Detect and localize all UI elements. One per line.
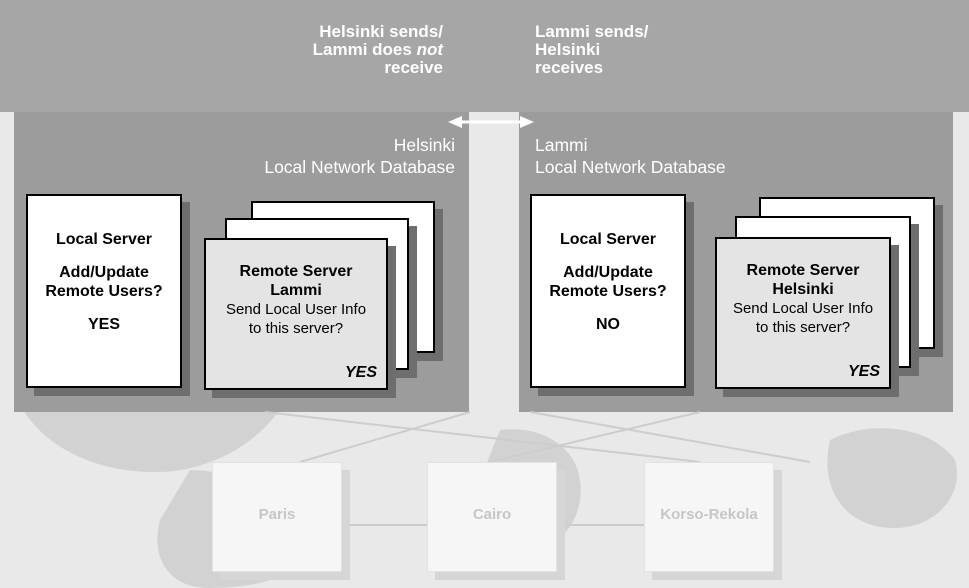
remote-server-prompt-line1: Send Local User Info <box>225 301 367 318</box>
local-server-heading: Local Server <box>55 231 153 248</box>
lammi-title-line1: Lammi <box>535 135 588 155</box>
lammi-title: Lammi Local Network Database <box>535 134 726 178</box>
local-server-question-line2: Remote Users? <box>549 283 667 300</box>
local-server-answer: NO <box>596 316 620 333</box>
caption-helsinki-sends-line2: Lammi does not <box>313 41 443 59</box>
caption-helsinki-sends-line3: receive <box>384 58 443 77</box>
lammi-panel: Lammi Local Network Database Local Serve… <box>519 112 953 412</box>
link-line <box>264 411 701 463</box>
remote-server-answer: YES <box>344 364 377 381</box>
helsinki-title-line2: Local Network Database <box>264 157 455 177</box>
local-server-question-line1: Add/Update <box>59 264 149 281</box>
remote-server-heading-line2: Lammi <box>270 282 322 299</box>
caption-helsinki-sends: Helsinki sends/ Lammi does not receive <box>313 23 443 77</box>
top-band <box>0 0 969 112</box>
remote-server-answer: YES <box>847 363 880 380</box>
lammi-local-server-card: Local Server Add/Update Remote Users? NO <box>530 194 686 388</box>
remote-server-heading-line1: Remote Server <box>746 262 860 279</box>
caption-lammi-sends-line2: Helsinki <box>535 40 601 59</box>
remote-server-prompt-line1: Send Local User Info <box>732 300 874 317</box>
link-line <box>299 411 471 463</box>
double-arrow-icon <box>448 116 534 128</box>
remote-server-prompt-line2: to this server? <box>755 319 851 336</box>
location-box-cairo: Cairo <box>427 462 557 572</box>
link-line <box>489 411 701 463</box>
helsinki-remote-server-card: Remote Server Lammi Send Local User Info… <box>204 238 388 390</box>
remote-server-prompt-line2: to this server? <box>248 320 344 337</box>
local-server-heading: Local Server <box>559 231 657 248</box>
helsinki-title: Helsinki Local Network Database <box>264 134 455 178</box>
caption-helsinki-sends-line1: Helsinki sends/ <box>319 22 443 41</box>
remote-server-heading-line1: Remote Server <box>239 263 353 280</box>
caption-helsinki-sends-line2-prefix: Lammi does <box>312 40 417 59</box>
caption-lammi-sends-line3: receives <box>535 58 604 77</box>
helsinki-title-line1: Helsinki <box>393 135 455 155</box>
caption-lammi-sends: Lammi sends/ Helsinki receives <box>535 23 648 77</box>
helsinki-local-server-card: Local Server Add/Update Remote Users? YE… <box>26 194 182 388</box>
helsinki-panel: Helsinki Local Network Database Local Se… <box>14 112 469 412</box>
caption-lammi-sends-line1: Lammi sends/ <box>535 22 649 41</box>
location-box-paris: Paris <box>212 462 342 572</box>
local-server-question-line2: Remote Users? <box>45 283 163 300</box>
lammi-remote-server-card: Remote Server Helsinki Send Local User I… <box>715 237 891 389</box>
local-server-answer: YES <box>87 316 120 333</box>
link-line <box>529 411 811 463</box>
caption-not-emphasis: not <box>416 40 443 59</box>
lammi-title-line2: Local Network Database <box>535 157 726 177</box>
local-server-question-line1: Add/Update <box>563 264 653 281</box>
remote-server-heading-line2: Helsinki <box>772 281 834 298</box>
location-box-korso-rekola: Korso-Rekola <box>644 462 774 572</box>
